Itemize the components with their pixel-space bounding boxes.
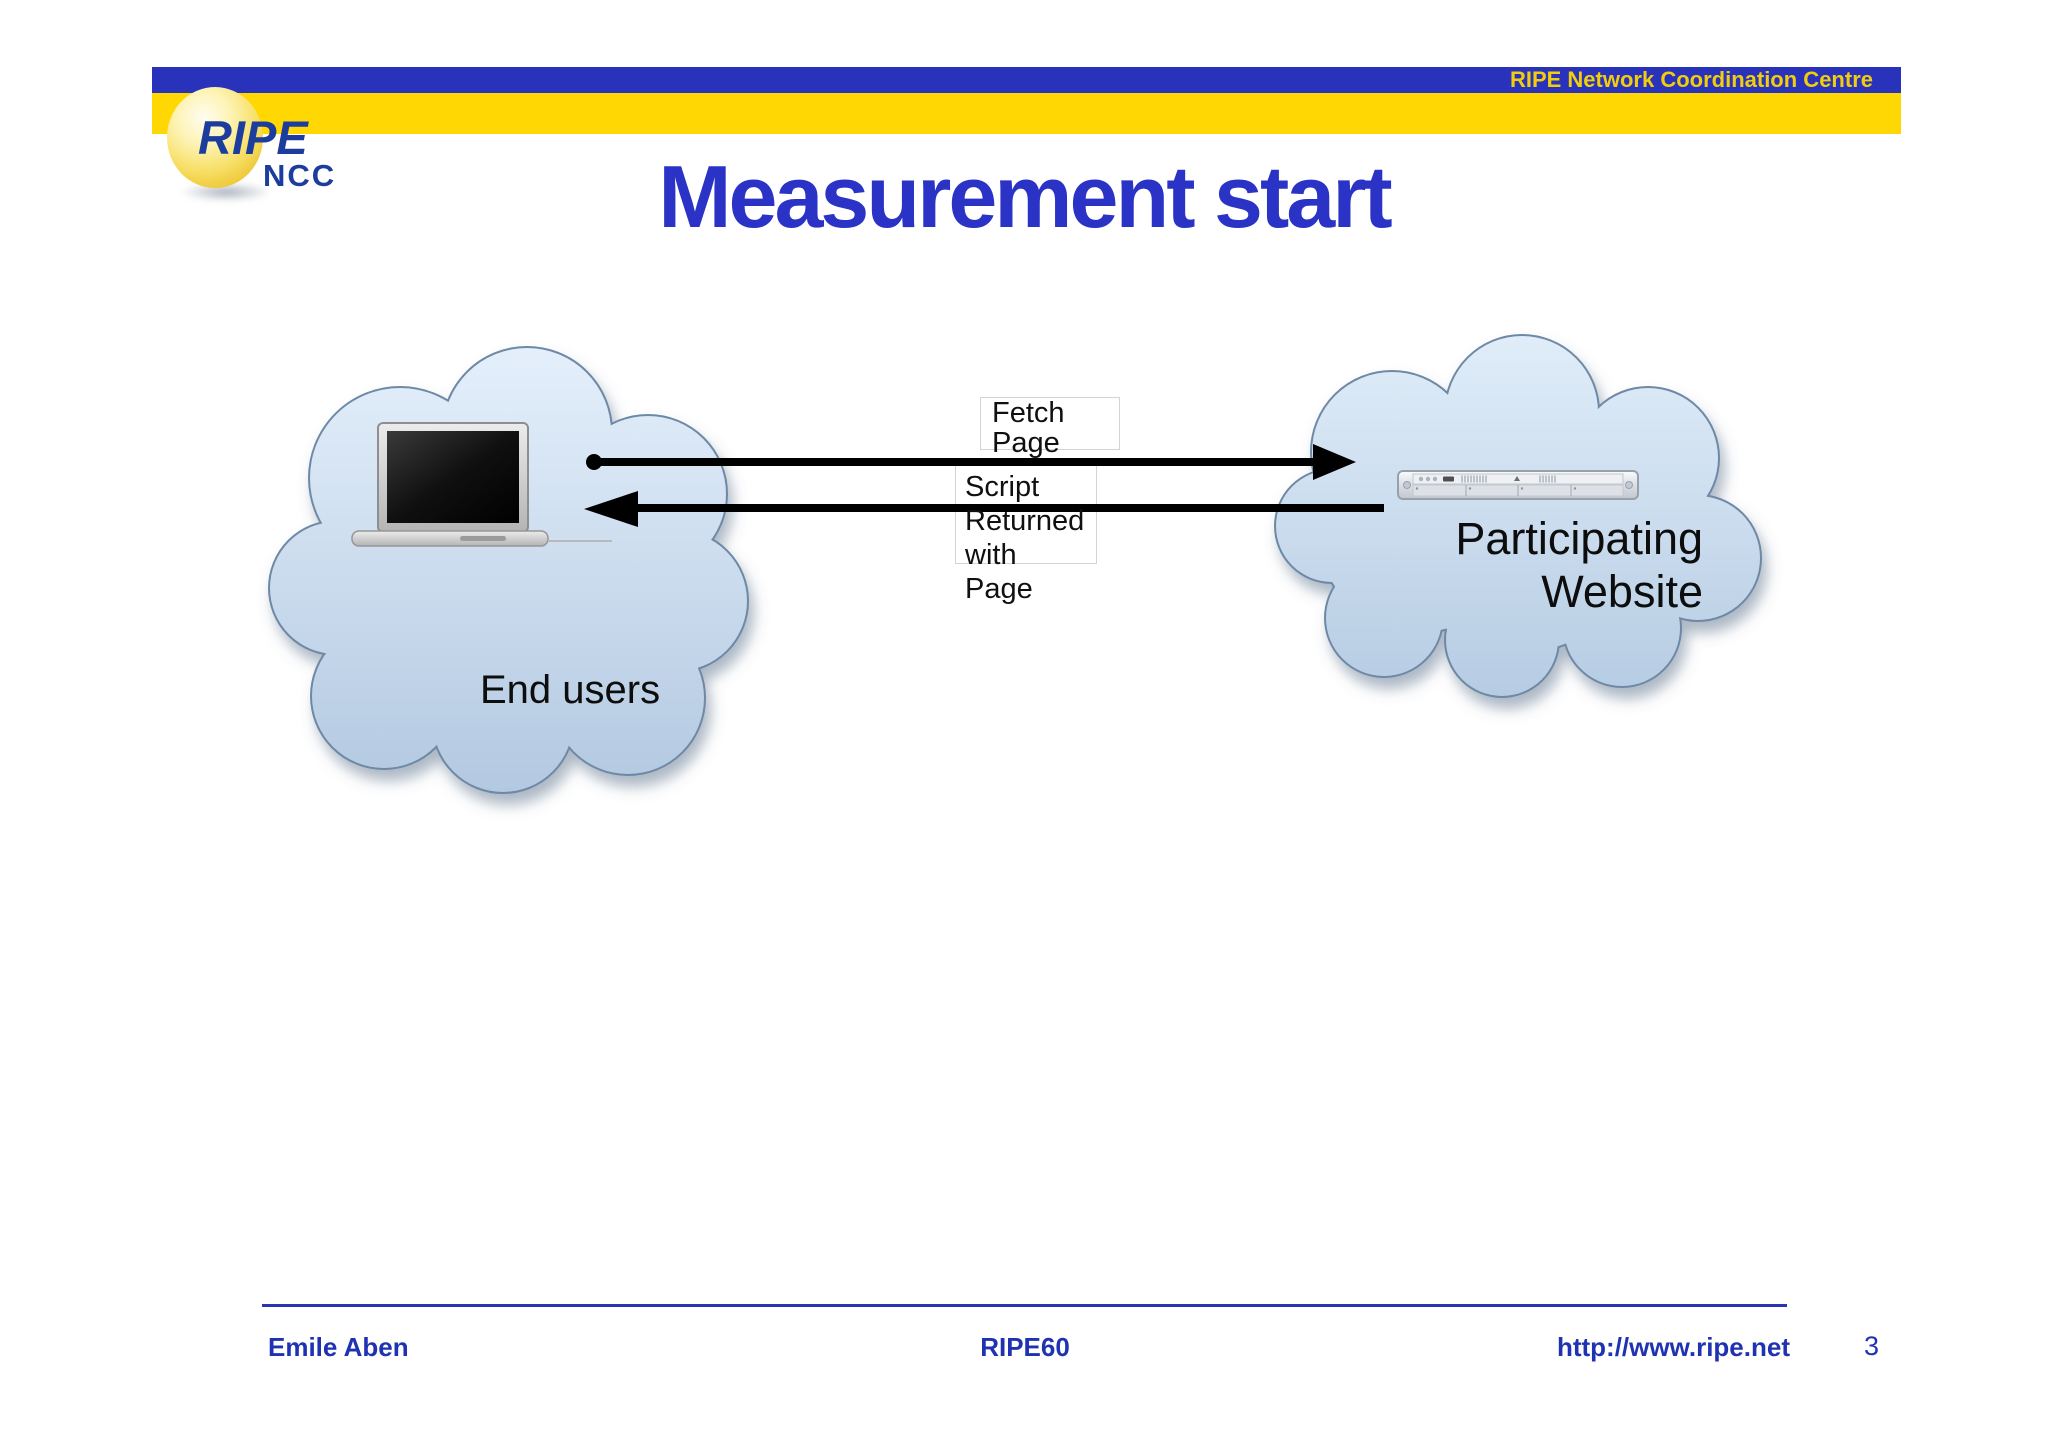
end-users-label: End users bbox=[480, 668, 661, 712]
participating-label-line1: Participating bbox=[1455, 513, 1703, 564]
footer-event: RIPE60 bbox=[980, 1332, 1070, 1362]
footer-url: http://www.ripe.net bbox=[1556, 1332, 1790, 1362]
fetch-label-box bbox=[980, 397, 1120, 450]
footer-author: Emile Aben bbox=[268, 1332, 409, 1362]
banner-blue-stripe: RIPE Network Coordination Centre bbox=[152, 67, 1901, 93]
header-banner: RIPE Network Coordination Centre bbox=[152, 67, 1901, 134]
end-users-cloud bbox=[268, 346, 749, 794]
fetch-label-line1: Fetch bbox=[992, 397, 1065, 429]
page-title: Measurement start bbox=[658, 147, 1393, 246]
return-arrow bbox=[584, 491, 1384, 527]
banner-text: RIPE Network Coordination Centre bbox=[1509, 67, 1873, 92]
ripe-globe-icon bbox=[167, 87, 263, 188]
return-label-line2: Returned bbox=[965, 505, 1085, 537]
participating-label-line2: Website bbox=[1541, 566, 1703, 617]
logo-shadow bbox=[180, 182, 272, 202]
return-label-line1: Script bbox=[965, 471, 1040, 503]
footer-page-number: 3 bbox=[1864, 1331, 1880, 1361]
logo-ncc-text: NCC bbox=[263, 158, 337, 193]
logo-ripe-text: RIPE bbox=[198, 111, 308, 164]
banner-yellow-stripe bbox=[152, 93, 1901, 134]
fetch-arrow bbox=[586, 444, 1356, 480]
laptop-icon bbox=[351, 422, 612, 547]
return-label-line3: with bbox=[965, 539, 1017, 571]
rack-server-icon bbox=[1397, 470, 1639, 500]
footer-divider bbox=[262, 1304, 1787, 1307]
fetch-label-line2: Page bbox=[992, 427, 1060, 459]
return-label-line4: Page bbox=[965, 573, 1033, 605]
